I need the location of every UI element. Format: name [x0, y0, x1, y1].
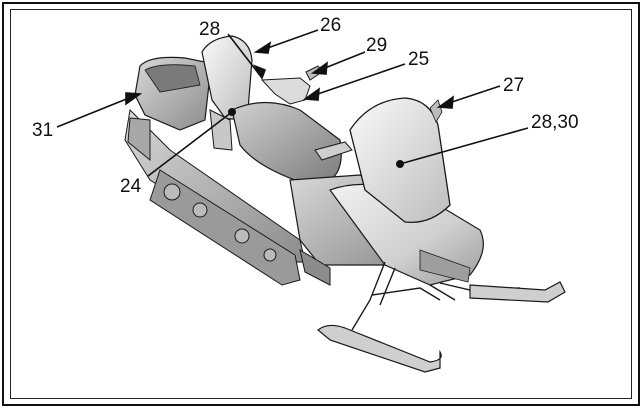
callout-28-30: 28,30 [531, 113, 579, 132]
callout-24: 24 [120, 177, 141, 196]
callout-27: 27 [503, 76, 524, 95]
right-ski [470, 282, 565, 302]
callout-25: 25 [408, 50, 429, 69]
rear-cargo-box [128, 57, 210, 160]
callout-29: 29 [366, 36, 387, 55]
callout-28: 28 [199, 20, 220, 39]
callout-26: 26 [320, 16, 341, 35]
seat [232, 103, 341, 181]
left-ski [318, 325, 441, 372]
callout-31: 31 [32, 121, 53, 140]
